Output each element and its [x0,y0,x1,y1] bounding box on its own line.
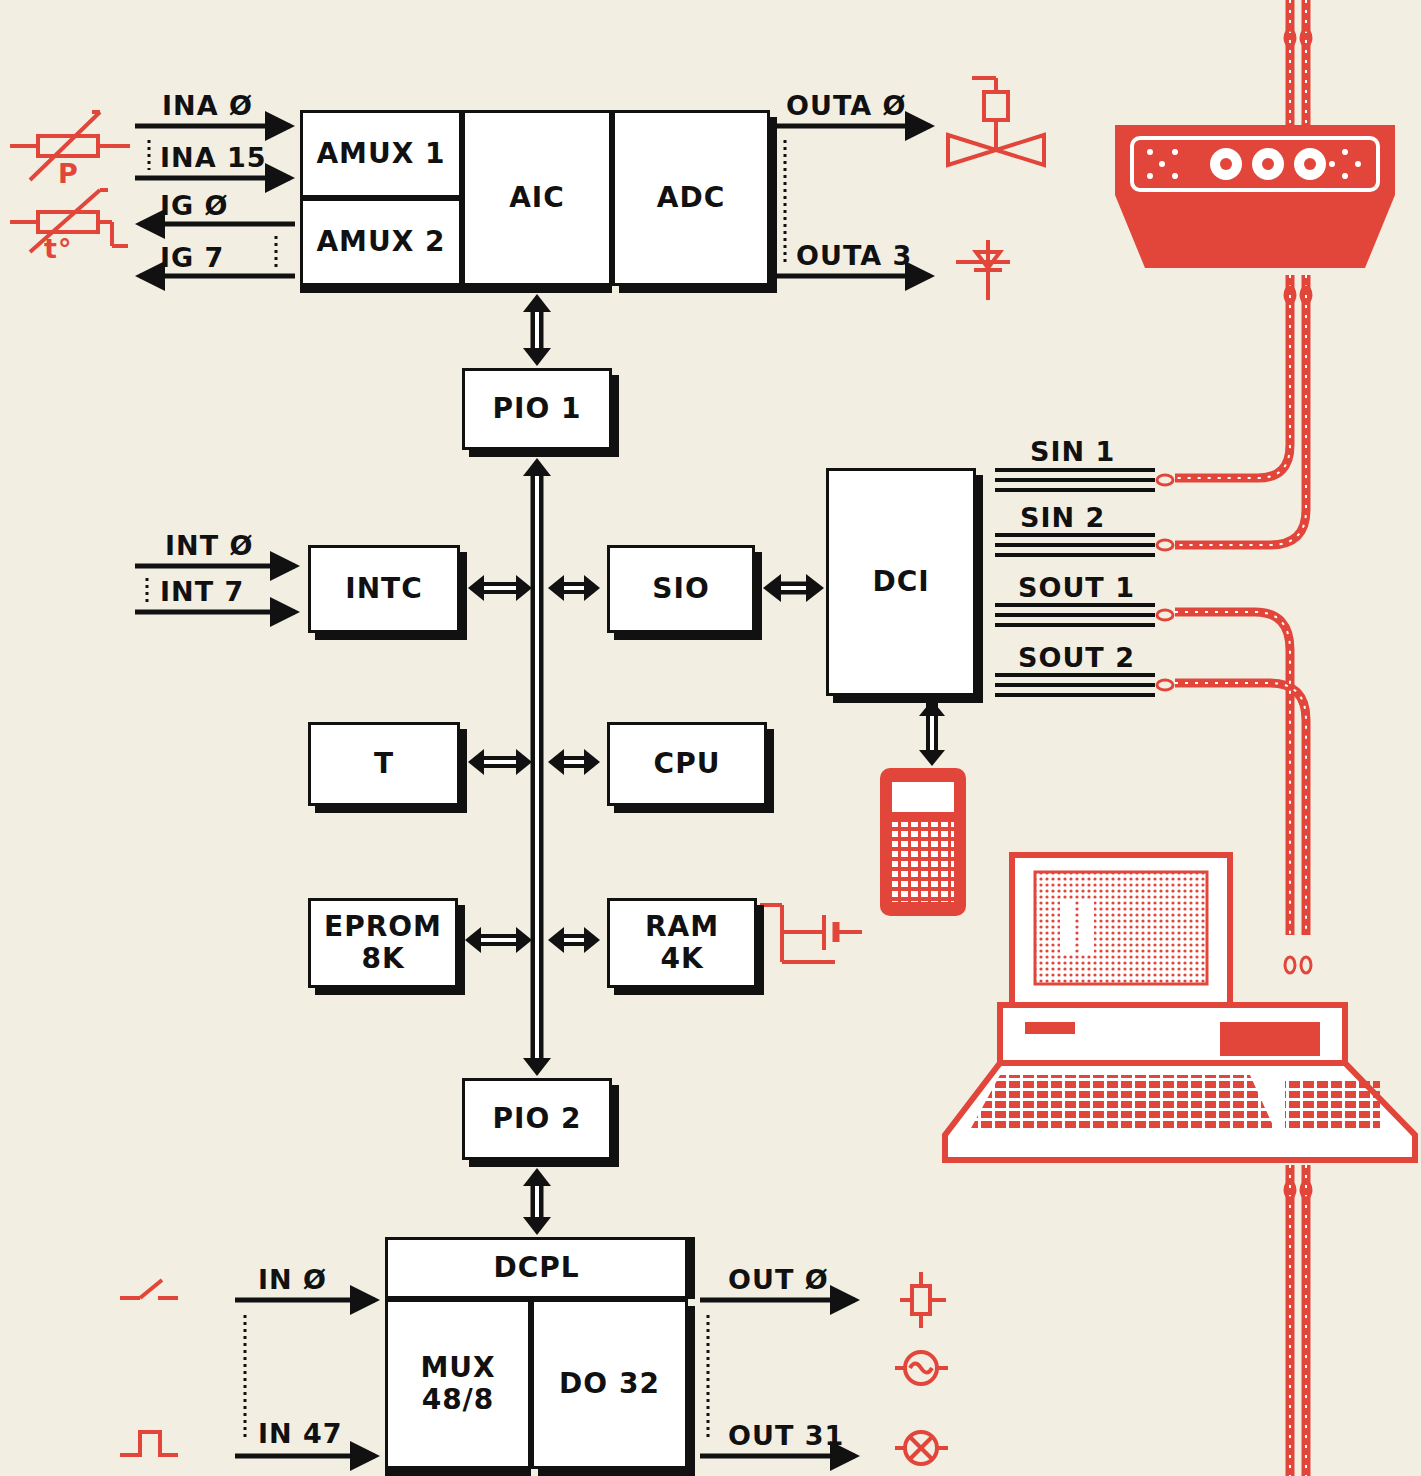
block-box: DCI [826,468,976,696]
block-box: AIC [462,110,612,286]
serial-lines [995,470,1155,695]
block-label: DCPL [493,1252,579,1284]
block-box: ADC [612,110,770,286]
block-box: SIO [607,545,755,633]
signal-name: t° [44,235,72,262]
handheld-terminal [880,768,966,916]
block-label: PIO 1 [493,393,582,425]
block-label: DO 32 [559,1368,660,1400]
bus-connector [523,1168,551,1235]
block-box: INTC [308,545,460,633]
block-box: RAM 4K [607,898,757,988]
signal-name: INA 15 [160,144,267,171]
signal-name: OUT Ø [728,1266,829,1293]
field-unit [1115,125,1395,268]
block-label: DCI [872,566,929,598]
block-label: RAM 4K [645,911,719,975]
signal-name: INT 7 [160,578,244,605]
signal-name: OUTA Ø [786,92,906,119]
block-label: CPU [654,748,721,780]
signal-name: P [58,160,79,187]
signal-name: IG 7 [160,244,224,271]
block-box: T [308,722,460,806]
signal-name: INT Ø [165,532,253,559]
personal-computer [945,855,1415,1160]
block-label: AIC [509,182,565,214]
block-label: T [374,748,394,780]
block-label: PIO 2 [493,1103,582,1135]
signal-name: IN 47 [258,1420,343,1447]
block-box: DCPL [385,1237,688,1299]
signal-name: SOUT 1 [1018,574,1135,601]
block-box: MUX 48/8 [385,1299,531,1469]
signal-name: IG Ø [160,192,229,219]
signal-name: SIN 2 [1020,504,1105,531]
signal-name: SIN 1 [1030,438,1115,465]
block-label: ADC [657,182,725,214]
signal-name: OUTA 3 [796,242,912,269]
block-label: INTC [345,573,423,605]
block-box: AMUX 2 [300,198,462,286]
block-box: AMUX 1 [300,110,462,198]
block-box: EPROM 8K [308,898,458,988]
block-label: AMUX 2 [316,226,445,258]
signal-name: SOUT 2 [1018,644,1135,671]
block-label: SIO [652,573,709,605]
block-label: AMUX 1 [316,138,445,170]
signal-arrows [135,126,930,1456]
signal-name: OUT 31 [728,1422,844,1449]
range-dots [147,140,785,1440]
signal-name: INA Ø [162,92,253,119]
bus-connector [523,458,551,1076]
block-box: PIO 2 [462,1078,612,1160]
block-box: PIO 1 [462,368,612,450]
bus-connector [523,294,551,366]
block-label: MUX 48/8 [420,1352,495,1416]
bus-connector [763,574,824,602]
block-box: DO 32 [531,1299,688,1469]
field-symbols [10,78,1044,1464]
signal-name: IN Ø [258,1266,327,1293]
block-label: EPROM 8K [324,911,442,975]
block-box: CPU [607,722,767,806]
